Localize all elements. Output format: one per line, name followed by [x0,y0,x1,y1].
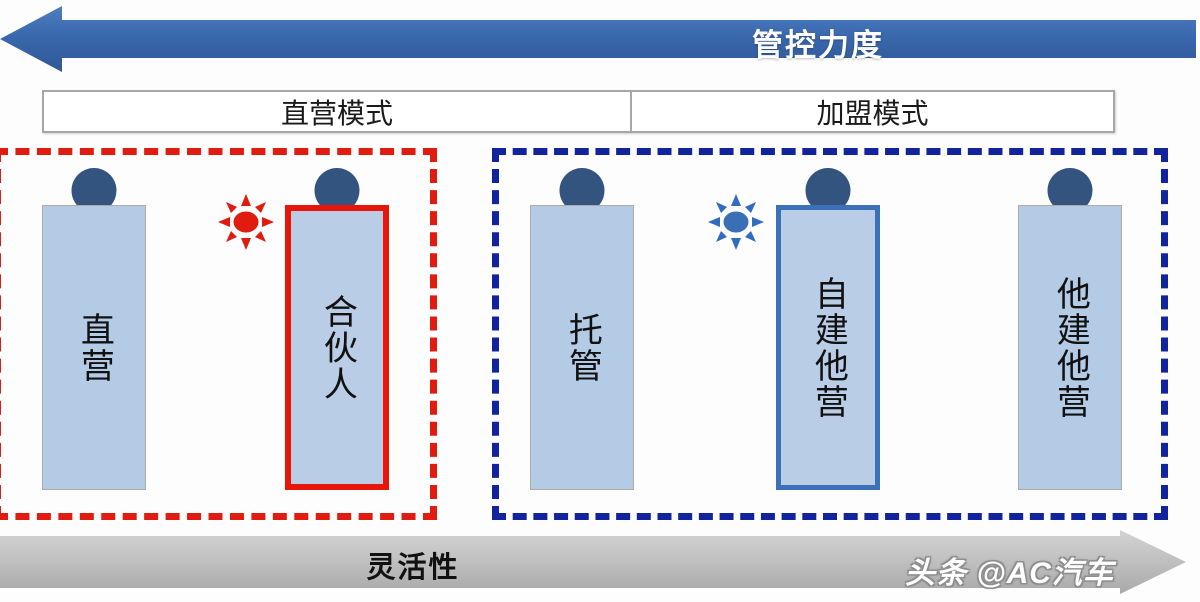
mode-cell-franchise[interactable]: 加盟模式 [816,97,929,129]
figure-body-highlighted-blue: 自建他营 [776,205,880,490]
figure-tuoguan[interactable]: 托管 [530,168,634,493]
flexibility-arrow-shape [0,530,1186,594]
figure-body-highlighted-red: 合伙人 [285,205,389,490]
figure-body: 直营 [42,205,146,490]
group-frame-direct [0,148,437,520]
control-strength-arrow: 管控力度 [0,6,1196,72]
sun-icon-red-shape [218,194,274,250]
figure-label-hehuoren: 合伙人 [318,293,357,402]
mode-cell-direct[interactable]: 直营模式 [44,92,632,131]
figure-label-tuoguan: 托管 [563,311,602,384]
control-strength-arrow-shape [0,6,1196,72]
sun-icon-blue [708,194,764,250]
flexibility-arrow: 灵活性 [0,530,1186,594]
sun-icon-blue-shape [708,194,764,250]
figure-zhiying[interactable]: 直营 [42,168,146,493]
figure-label-zhiying: 直营 [75,311,114,384]
sun-icon-red [218,194,274,250]
figure-zijian-taying[interactable]: 自建他营 [776,168,880,493]
figure-body: 托管 [530,205,634,490]
figure-tajian-taying[interactable]: 他建他营 [1018,168,1122,493]
figure-hehuoren[interactable]: 合伙人 [285,168,389,493]
figure-label-tajian-taying: 他建他营 [1051,275,1090,420]
group-frame-franchise [492,148,1168,520]
figure-label-zijian-taying: 自建他营 [809,275,848,420]
mode-header-row: 直营模式 加盟模式 [42,90,1115,133]
figure-body: 他建他营 [1018,205,1122,490]
